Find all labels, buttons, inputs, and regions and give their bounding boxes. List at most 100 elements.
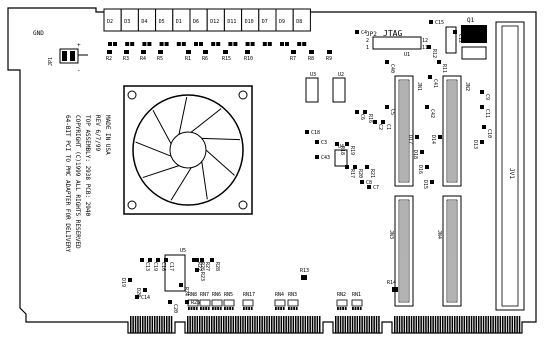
led-pad [216,42,221,46]
gold-finger [437,316,439,333]
gold-finger [256,316,259,333]
diode-label: D15 [422,180,428,189]
jn4-label: JN4 [436,230,442,239]
gold-finger [516,316,518,333]
jn1-connector [394,75,414,187]
gold-finger [475,316,478,333]
gold-finger [247,316,249,333]
resistor-pad [223,50,228,54]
component-label: C11 [484,109,490,118]
gold-finger [490,316,492,333]
resistor-pad [141,50,146,54]
component-label: R22 [196,262,202,271]
gold-finger [137,316,139,333]
gold-finger [292,316,295,333]
gold-finger [215,316,218,333]
gold-finger [368,316,371,333]
resistor-label: R1 [185,56,191,62]
component-label: R25 [191,300,200,306]
gold-finger [418,316,420,333]
smd-pad [480,105,484,109]
gold-finger [304,316,307,333]
rn-label: RN4 [275,292,284,298]
rn-pin [295,307,298,310]
smd-pad [335,142,339,146]
gold-finger [509,316,511,333]
jtag-pin-1: 1 [366,45,369,51]
led-pad [211,42,216,46]
rn-package [287,299,299,307]
gold-finger [309,316,311,333]
component-label: C2 [377,124,383,130]
gold-finger [335,316,337,333]
gold-finger [396,316,398,333]
led-pad [113,42,117,46]
gold-finger [211,316,213,333]
rn-package [242,299,254,307]
resistor-pad [245,50,250,54]
led-pad [164,42,169,46]
component-label: R18 [339,146,345,155]
gold-finger [223,316,225,333]
gold-finger [425,316,427,333]
rn-pin [344,307,347,310]
gold-finger [242,316,244,333]
smd-pad [425,105,429,109]
gold-finger [283,316,285,333]
rn-pin [229,307,231,310]
led-pad [245,42,250,46]
smd-pad [453,30,457,34]
gold-finger [375,316,378,333]
jv1-connector [495,21,525,311]
component-label: R24 [183,287,189,296]
heatsink-fan [123,85,253,215]
fan-blade [178,96,188,135]
resistor-label: R5 [157,56,163,62]
rn-pin [250,307,253,310]
gold-finger [466,316,468,333]
smd-pad [353,165,357,169]
component-label: C9 [484,94,490,100]
gold-finger [422,316,425,333]
led-pad [199,42,203,46]
smd-pad [355,110,359,114]
jn3-connector [394,195,414,307]
gold-finger [139,316,142,333]
rn-pin [275,307,277,310]
gold-finger [439,316,442,333]
resistor-pad [203,50,208,54]
gold-finger [218,316,220,333]
gold-finger [213,316,215,333]
smd-pad [438,135,442,139]
gold-finger [187,316,189,333]
fan-blade [142,165,180,179]
component-label: C13 [144,262,150,271]
smd-pad [185,300,189,304]
smd-pad [360,180,364,184]
smd-pad [345,142,349,146]
gold-finger [254,316,256,333]
gold-finger [273,316,275,333]
led-pad [147,42,152,46]
component-label: C18 [311,130,320,136]
u2-label: U2 [338,72,344,78]
gold-finger [470,316,473,333]
gold-finger [249,316,251,333]
rn-pin [337,307,339,310]
component-label: C43 [321,155,330,161]
gold-finger [413,316,415,333]
resistor-label: R9 [326,56,332,62]
rn-pin [195,307,198,310]
gold-finger [456,316,458,333]
gold-finger [451,316,454,333]
rn-pin [282,307,285,310]
gold-finger [199,316,201,333]
gold-finger [263,316,266,333]
component-label: C5 [389,109,395,115]
rn-pin [277,307,280,310]
smd-pad [437,60,441,64]
smd-pad [373,120,377,124]
gold-finger [494,316,497,333]
component-label: C10 [486,129,492,138]
gold-finger [156,316,158,333]
